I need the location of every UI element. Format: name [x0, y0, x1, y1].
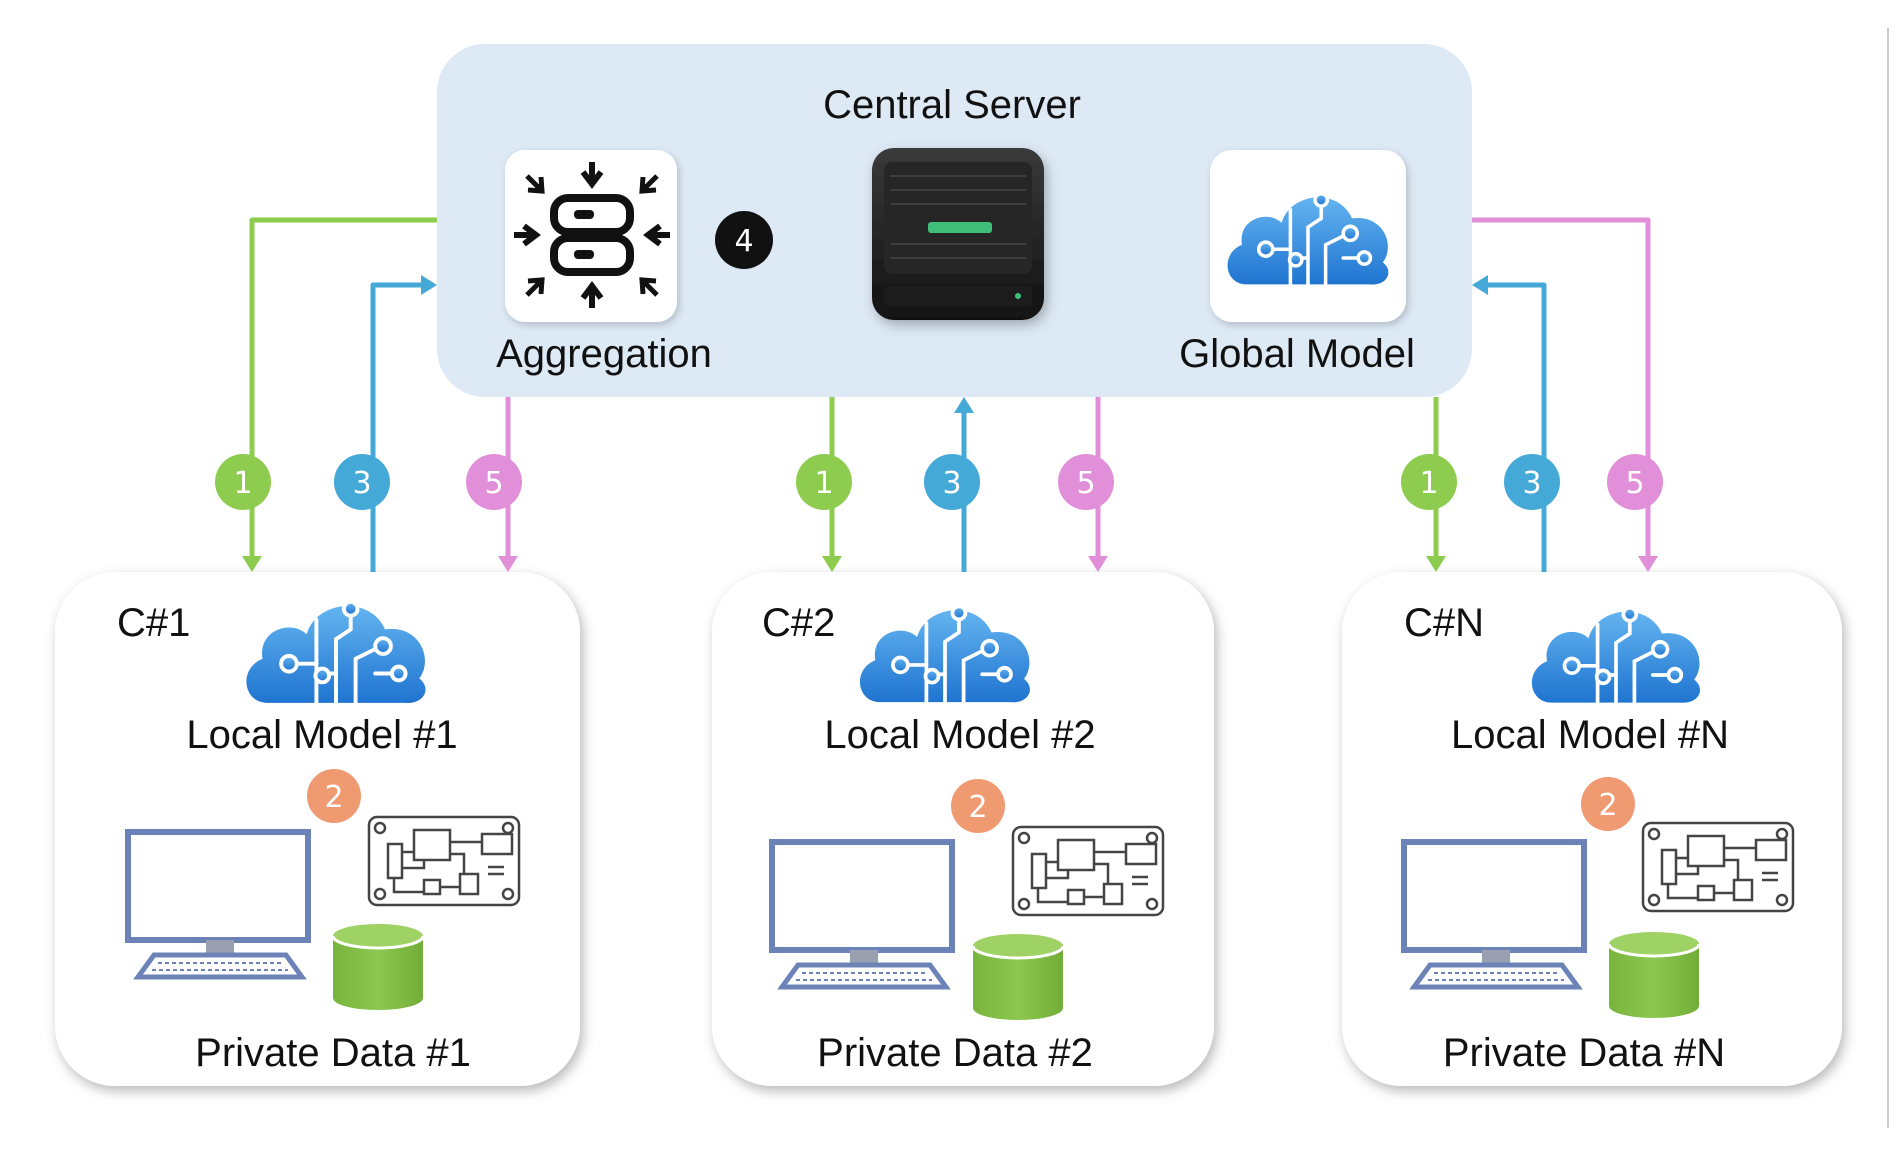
step-badges-layer: 1 3 5 1 3 5 1 3 5	[215, 454, 1663, 510]
database-icon	[1607, 930, 1701, 1020]
svg-text:1: 1	[1419, 466, 1438, 501]
step-2-badge: 2	[307, 769, 361, 823]
step-1-badge-client-n: 1	[1401, 454, 1457, 510]
svg-text:3: 3	[1522, 466, 1541, 501]
central-server-panel: Central Server Aggregation	[437, 44, 1472, 397]
upload-arrow-1	[370, 275, 437, 572]
server-hardware-icon	[872, 148, 1044, 320]
central-server-title: Central Server	[823, 83, 1081, 127]
step-1-badge-client-1: 1	[215, 454, 271, 510]
svg-text:2: 2	[324, 780, 343, 815]
svg-text:2: 2	[1598, 788, 1617, 823]
private-data-label: Private Data #N	[1443, 1031, 1725, 1075]
svg-text:5: 5	[1625, 466, 1644, 501]
step-1-badge-client-2: 1	[796, 454, 852, 510]
client-box-n: C#N Local Model #N 2 Private Data #N	[1342, 572, 1842, 1086]
aggregation-icon	[514, 162, 670, 308]
svg-text:3: 3	[352, 466, 371, 501]
client-box-1: C#1 Local Model #1 2 Private Data #1	[55, 572, 580, 1086]
client-id: C#2	[762, 601, 835, 645]
svg-text:2: 2	[968, 790, 987, 825]
step-5-badge-client-2: 5	[1058, 454, 1114, 510]
svg-text:5: 5	[1076, 466, 1095, 501]
upload-arrow-n	[1472, 275, 1547, 572]
global-model-label: Global Model	[1179, 332, 1415, 376]
svg-text:1: 1	[233, 466, 252, 501]
svg-text:3: 3	[942, 466, 961, 501]
private-data-label: Private Data #2	[817, 1031, 1093, 1075]
client-box-2: C#2 Local Model #2 2 Private Data #2	[712, 572, 1214, 1086]
client-id: C#1	[117, 601, 190, 645]
aggregation-label: Aggregation	[496, 332, 712, 376]
update-arrow-n	[1472, 217, 1658, 572]
step-4-badge: 4	[715, 211, 773, 269]
step-2-badge: 2	[951, 779, 1005, 833]
computer-icon	[128, 832, 308, 977]
global-model-tile	[1210, 150, 1406, 322]
database-icon	[971, 932, 1065, 1022]
step-5-badge-client-n: 5	[1607, 454, 1663, 510]
step-5-badge-client-1: 5	[466, 454, 522, 510]
step-2-badge: 2	[1581, 777, 1635, 831]
computer-icon	[772, 842, 952, 987]
distribute-arrow-1	[242, 217, 437, 572]
private-data-label: Private Data #1	[195, 1031, 471, 1075]
step-3-badge-client-n: 3	[1504, 454, 1560, 510]
computer-icon	[1404, 842, 1584, 987]
svg-text:4: 4	[734, 224, 753, 259]
svg-text:1: 1	[814, 466, 833, 501]
step-3-badge-client-2: 3	[924, 454, 980, 510]
step-3-badge-client-1: 3	[334, 454, 390, 510]
client-id: C#N	[1404, 601, 1484, 645]
database-icon	[331, 922, 425, 1012]
local-model-label: Local Model #2	[824, 713, 1095, 757]
svg-text:5: 5	[484, 466, 503, 501]
aggregation-tile	[505, 150, 677, 322]
local-model-label: Local Model #N	[1451, 713, 1729, 757]
local-model-label: Local Model #1	[186, 713, 457, 757]
